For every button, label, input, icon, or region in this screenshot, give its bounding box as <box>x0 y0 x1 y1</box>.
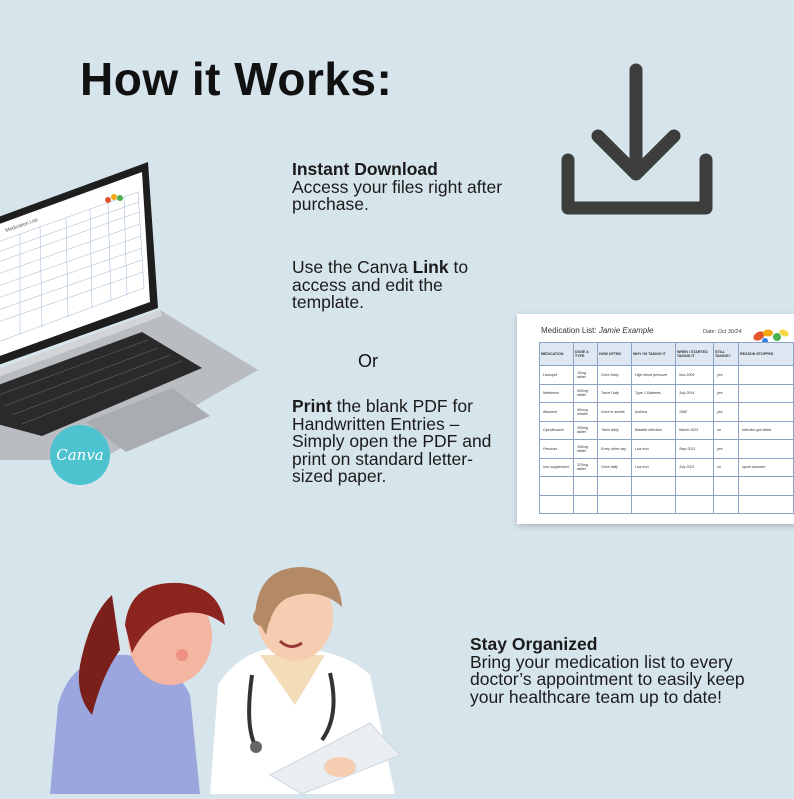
table-cell <box>675 494 714 514</box>
table-cell <box>675 476 714 496</box>
table-cell: Once in awhile <box>597 402 632 422</box>
table-cell: Low iron <box>631 439 676 459</box>
instant-download-body: Access your files right after purchase. <box>292 176 503 214</box>
table-cell <box>573 494 598 514</box>
sheet-date-value: Oct 30/24 <box>717 329 742 335</box>
header-cell: WHEN I STARTED TAKING IT <box>675 342 714 366</box>
table-cell: Once daily <box>597 457 632 477</box>
sheet-title: Medication List: <box>541 326 597 335</box>
table-cell <box>631 494 676 514</box>
table-cell <box>597 494 632 514</box>
print-block: Print the blank PDF for Handwritten Entr… <box>292 396 492 486</box>
table-cell: yes <box>713 439 739 459</box>
table-cell <box>713 494 739 514</box>
print-body: the blank PDF for Handwritten Entries – … <box>292 396 492 486</box>
table-cell <box>738 476 794 496</box>
table-cell <box>738 383 794 403</box>
table-cell <box>738 494 794 514</box>
table-cell: Ferumax <box>539 439 574 459</box>
table-cell: yes <box>713 365 739 385</box>
print-heading: Print <box>292 396 332 416</box>
table-cell: Nov 2005 <box>675 365 714 385</box>
or-label: Or <box>358 351 378 371</box>
table-cell: 1980 <box>675 402 714 422</box>
canva-link-block: Use the Canva Link to access and edit th… <box>292 257 492 312</box>
table-cell <box>597 476 632 496</box>
medication-list-sheet: Medication List: Jamie Example Date: Oct… <box>517 314 794 524</box>
header-cell: WHY I'M TAKING IT <box>631 342 676 366</box>
canva-link-pre: Use the Canva <box>292 257 413 277</box>
instant-download-block: Instant Download Access your files right… <box>292 159 522 214</box>
table-cell <box>539 494 574 514</box>
table-cell: July 2021 <box>675 457 714 477</box>
table-cell <box>738 365 794 385</box>
stay-organized-body: Bring your medication list to every doct… <box>470 651 745 707</box>
table-row <box>539 494 794 514</box>
laptop-image: Medication List: <box>0 160 280 460</box>
table-cell: yes <box>713 383 739 403</box>
header-cell: HOW OFTEN <box>597 342 632 366</box>
table-cell: Bladder infection <box>631 420 676 440</box>
table-cell: Every other day <box>597 439 632 459</box>
stay-organized-block: Stay Organized Bring your medication lis… <box>470 634 770 707</box>
table-cell: 325mg tablet <box>573 457 598 477</box>
download-icon <box>560 60 716 220</box>
canva-logo: Canva <box>50 425 110 485</box>
table-row <box>539 476 794 496</box>
table-cell: no <box>713 457 739 477</box>
page-title: How it Works: <box>80 53 393 105</box>
sheet-header: Medication List: Jamie Example <box>541 326 654 335</box>
table-cell: 150mg tablet <box>573 439 598 459</box>
table-cell: 90mcg inhaler <box>573 402 598 422</box>
sheet-date-label: Date: <box>703 329 717 335</box>
stay-organized-heading: Stay Organized <box>470 634 598 654</box>
table-cell <box>573 476 598 496</box>
canva-link-word: Link <box>412 257 449 277</box>
table-cell: Twice daily <box>597 420 632 440</box>
patient-doctor-illustration <box>40 555 430 795</box>
table-cell: Once Daily <box>597 365 632 385</box>
canva-link-post: to access and edit the template. <box>292 257 469 312</box>
header-cell: DOSE & TYPE <box>573 342 598 366</box>
table-cell: Asthma <box>631 402 676 422</box>
table-cell <box>539 476 574 496</box>
table-cell: Twice Daily <box>597 383 632 403</box>
table-cell: Lisinopril <box>539 365 574 385</box>
sheet-date: Date: Oct 30/24 <box>703 329 742 335</box>
sheet-name: Jamie Example <box>598 326 654 335</box>
table-cell: Ciprofloxacin <box>539 420 574 440</box>
table-cell: 10mg tablet <box>573 365 598 385</box>
table-cell: no <box>713 420 739 440</box>
table-cell: March 2023 <box>675 420 714 440</box>
table-cell: 300mg tablet <box>573 420 598 440</box>
table-cell: upset stomach <box>738 457 794 477</box>
header-cell: REASON STOPPED <box>738 342 794 366</box>
table-cell <box>631 476 676 496</box>
table-cell: High blood pressure <box>631 365 676 385</box>
table-cell: Low iron <box>631 457 676 477</box>
instant-download-heading: Instant Download <box>292 159 438 179</box>
table-cell: infection got better <box>738 420 794 440</box>
table-header-row: MEDICATION DOSE & TYPE HOW OFTEN WHY I'M… <box>539 342 794 366</box>
table-cell: Albuterol <box>539 402 574 422</box>
table-cell: 500mg tablet <box>573 383 598 403</box>
medication-table: MEDICATION DOSE & TYPE HOW OFTEN WHY I'M… <box>539 342 794 514</box>
table-cell <box>738 439 794 459</box>
header-cell: STILL TAKING? <box>713 342 739 366</box>
table-cell <box>738 402 794 422</box>
table-cell: July 2014 <box>675 383 714 403</box>
table-cell <box>713 476 739 496</box>
header-cell: MEDICATION <box>539 342 574 366</box>
table-cell: Type 2 Diabetes <box>631 383 676 403</box>
table-cell: Metformin <box>539 383 574 403</box>
table-cell: yes <box>713 402 739 422</box>
table-cell: Iron supplement <box>539 457 574 477</box>
table-cell: Sept 2021 <box>675 439 714 459</box>
